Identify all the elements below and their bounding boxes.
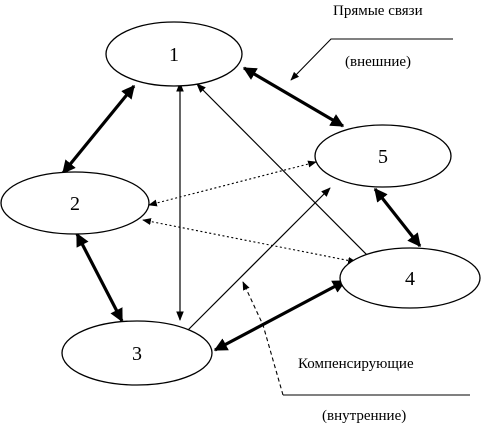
edge-3-5	[187, 187, 331, 331]
direct-links-title: Прямые связи	[333, 3, 423, 19]
nodes-layer: 1 2 3 4 5	[0, 21, 481, 386]
direct-links-leader-line	[290, 38, 453, 81]
direct-links-subtitle: (внешние)	[345, 54, 411, 70]
edge-1-5	[242, 66, 345, 128]
edge-2-3	[75, 232, 124, 323]
compensating-links-subtitle: (внутренние)	[322, 408, 406, 424]
node-4-label: 4	[405, 268, 415, 290]
edges-layer	[61, 66, 422, 352]
node-2-label: 2	[70, 193, 80, 215]
node-3-label: 3	[132, 343, 142, 365]
compensating-links-leader-line	[242, 281, 284, 396]
edge-5-4	[373, 187, 422, 248]
annotation-leaders	[242, 38, 470, 396]
node-3-ellipse	[61, 320, 213, 386]
edge-3-4	[213, 279, 347, 352]
node-4-ellipse	[339, 247, 481, 309]
edge-1-2	[61, 84, 136, 175]
edge-2-4	[142, 218, 357, 264]
compensating-links-title: Компенсирующие	[298, 356, 414, 372]
node-5-ellipse	[314, 124, 452, 188]
node-1-label: 1	[169, 44, 179, 66]
node-5-label: 5	[378, 146, 388, 168]
node-2-ellipse	[0, 171, 150, 235]
node-1-ellipse	[105, 21, 243, 87]
edge-2-5	[148, 160, 317, 207]
annotations: Прямые связи (внешние) Компенсирующие (в…	[298, 3, 423, 424]
